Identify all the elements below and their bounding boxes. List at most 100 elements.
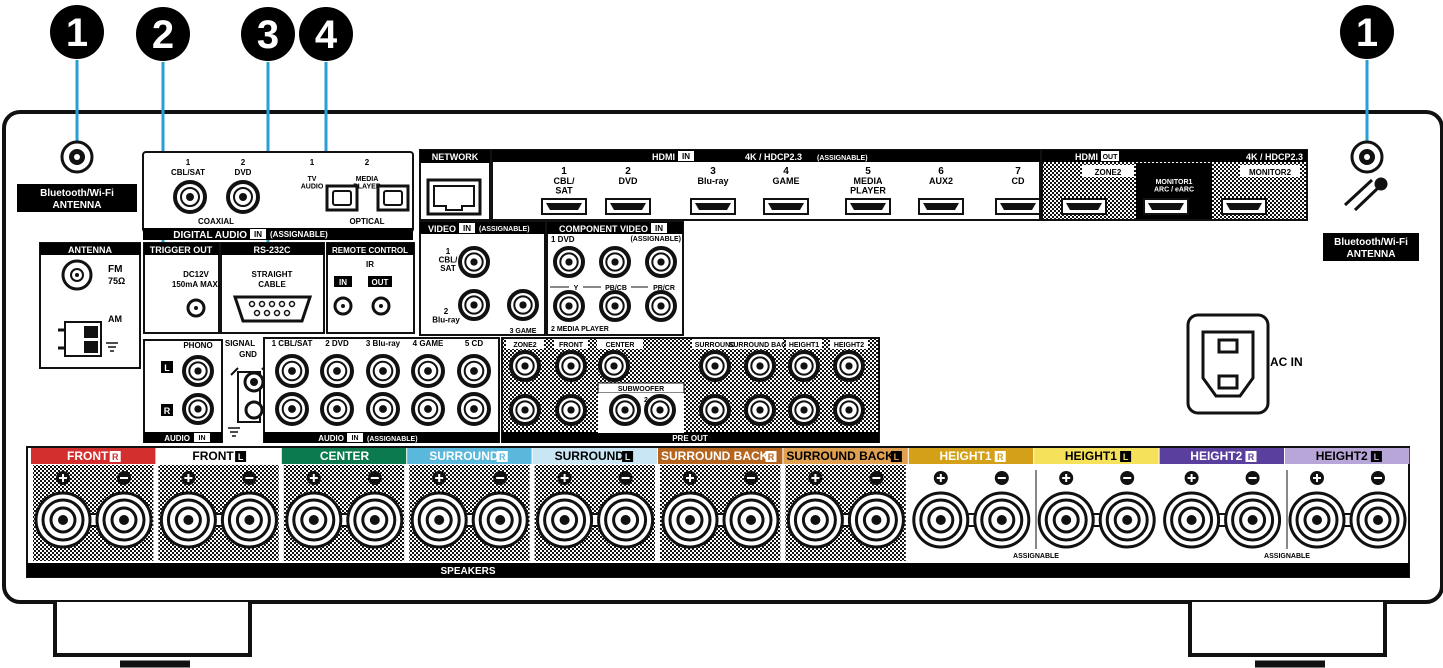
- audio-in-col-label: 4 GAME: [413, 339, 444, 348]
- hdmi-in-title: HDMI: [652, 152, 675, 162]
- hdmi-in-port-num: 1: [561, 166, 567, 177]
- audio-in-jack: [457, 354, 491, 388]
- phono-r: R: [164, 406, 171, 416]
- ground-icon: [228, 427, 240, 437]
- hdmi-out-spec: 4K / HDCP2.3: [1246, 152, 1303, 162]
- speaker-binding-post: [346, 491, 404, 549]
- fm-jack: [61, 259, 93, 291]
- pre-out-col-label: SURROUND: [695, 342, 735, 349]
- speaker-binding-post: [471, 491, 529, 549]
- coaxial-jack: [226, 180, 260, 214]
- coax1-num: 1: [186, 158, 191, 167]
- hdmi-in-section: HDMI IN 4K / HDCP2.3 (ASSIGNABLE) 1CBL/S…: [491, 149, 1041, 221]
- audio-in-title: AUDIO: [318, 434, 344, 443]
- audio-in-col-label: 5 CD: [465, 339, 483, 348]
- polarity-markers: [306, 471, 382, 485]
- optical-jack: [325, 184, 359, 212]
- pre-out-jack: [609, 394, 641, 426]
- component-title: COMPONENT VIDEO: [559, 224, 648, 234]
- digital-audio-section: DIGITAL AUDIO IN (ASSIGNABLE) 1 CBL/SAT …: [142, 151, 414, 241]
- audio-in-jack: [457, 392, 491, 426]
- speaker-binding-post: [1349, 491, 1407, 549]
- optical-jack: [376, 184, 410, 212]
- speaker-binding-post: [912, 491, 970, 549]
- trigger-out-section: TRIGGER OUT DC12V 150mA MAX.: [143, 242, 220, 334]
- phono-section: AUDIO IN PHONO L R SIGNAL GND: [143, 339, 270, 443]
- zone2-label: ZONE2: [1095, 168, 1122, 177]
- speaker-group-label: FRONT: [67, 449, 109, 463]
- pre-out-jack: [509, 394, 541, 426]
- coax2-name: DVD: [235, 168, 252, 177]
- component-jack: [553, 290, 585, 322]
- gnd-label: GND: [239, 350, 257, 359]
- hdmi-port: [1221, 198, 1267, 215]
- coax2-num: 2: [241, 158, 246, 167]
- component-jack: [645, 290, 677, 322]
- speaker-group-label: SURROUND: [555, 449, 625, 463]
- pre-out-jack: [555, 350, 587, 382]
- speaker-binding-post: [1288, 491, 1346, 549]
- audio-in-jack: [366, 354, 400, 388]
- speaker-group-label: FRONT: [192, 449, 234, 463]
- component-media: 2 MEDIA PLAYER: [551, 326, 609, 333]
- ac-in-label: AC IN: [1270, 355, 1303, 369]
- polarity-markers: [683, 471, 758, 485]
- am-terminal: [58, 321, 102, 357]
- callout-number: 1: [1356, 11, 1378, 55]
- pre-out-title: PRE OUT: [672, 434, 708, 443]
- component-pb: PB/CB: [605, 285, 627, 292]
- phono-l: L: [164, 363, 170, 373]
- pre-out-col-label: SURROUND BACK: [729, 342, 792, 349]
- audio-in-col-label: 2 DVD: [325, 339, 349, 348]
- bt-right-line2: ANTENNA: [1347, 249, 1396, 260]
- component-jack: [599, 290, 631, 322]
- component-pr: PR/CR: [653, 285, 675, 292]
- audio-in-jack: [366, 392, 400, 426]
- pre-out-jack: [555, 394, 587, 426]
- audio-in-col-label: 1 CBL/SAT: [272, 339, 313, 348]
- ground-terminal: [230, 367, 270, 423]
- pre-out-jack: [509, 350, 541, 382]
- pre-out-col-label: HEIGHT1: [789, 342, 819, 349]
- rs232-cable2: CABLE: [258, 280, 286, 289]
- speaker-side-badge: R: [1248, 452, 1255, 462]
- audio-in-jack: [275, 354, 309, 388]
- hdmi-in-port-name: AUX2: [929, 176, 953, 186]
- remote-in: IN: [339, 278, 347, 287]
- speaker-side-badge: R: [768, 452, 775, 462]
- antenna-icon: [1343, 177, 1388, 212]
- hdmi-port: [605, 198, 651, 215]
- speaker-group-label: SURROUND BACK: [661, 449, 769, 463]
- pre-out-jack: [744, 394, 776, 426]
- hdmi-in-assignable: (ASSIGNABLE): [817, 155, 868, 162]
- video-port3-label: 3 GAME: [510, 328, 537, 335]
- trigger-spec1: DC12V: [183, 270, 209, 279]
- phono-in-badge: IN: [199, 435, 206, 442]
- coaxial-jack: [173, 180, 207, 214]
- ir-in-jack: [333, 296, 353, 316]
- speaker-binding-post: [95, 491, 153, 549]
- speaker-side-badge: R: [112, 452, 119, 462]
- hdmi-in-port-num: 5: [865, 166, 871, 177]
- remote-control-section: REMOTE CONTROL IR IN OUT: [326, 242, 415, 334]
- ir-out-jack: [371, 296, 391, 316]
- hdmi-port: [541, 198, 587, 215]
- polarity-markers: [181, 471, 257, 485]
- pre-out-jack: [744, 350, 776, 382]
- video-in-jack: [458, 246, 490, 278]
- bt-left-line1: Bluetooth/Wi-Fi: [40, 188, 114, 199]
- phono-jack: [182, 393, 214, 425]
- speaker-binding-post: [661, 491, 719, 549]
- speaker-binding-post: [973, 491, 1031, 549]
- callouts: 1 2 3 4 1: [50, 5, 1394, 61]
- antenna-title: ANTENNA: [68, 245, 112, 255]
